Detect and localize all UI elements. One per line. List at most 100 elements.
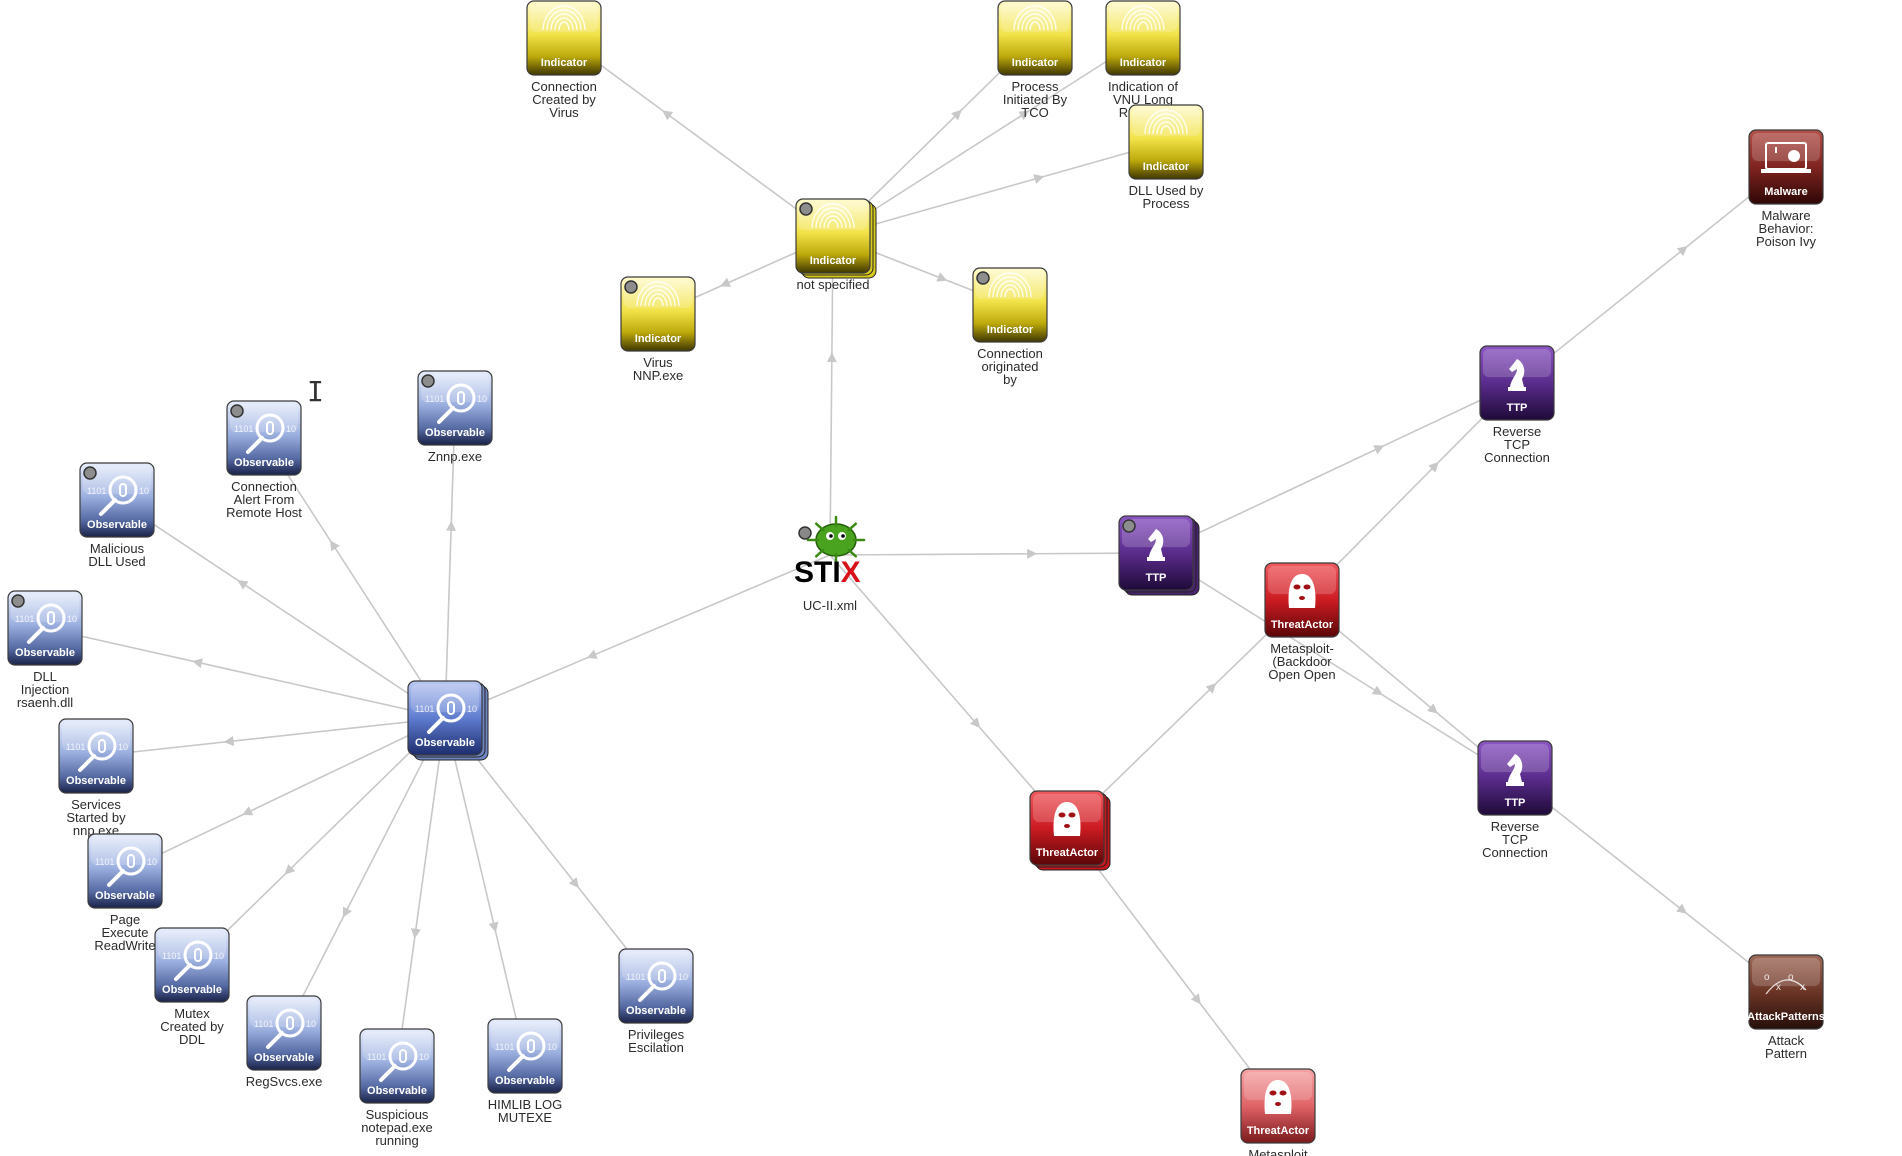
node-label: Created by	[532, 92, 596, 107]
fingerprint-icon	[988, 272, 1032, 298]
node-root[interactable]: STIX UC-II.xml	[794, 515, 866, 613]
node-label: Page	[110, 912, 140, 927]
node-type-label: Observable	[87, 519, 147, 531]
node-type-label: Observable	[66, 775, 126, 787]
selection-marker[interactable]	[230, 404, 244, 418]
node-type-label: Indicator	[810, 255, 857, 267]
svg-text:10: 10	[67, 614, 77, 624]
node-label: NNP.exe	[633, 368, 683, 383]
edge-obs_hub-to-obs9	[396, 717, 446, 1067]
node-type-label: Observable	[15, 647, 75, 659]
node-label: Initiated By	[1003, 92, 1068, 107]
node-label: Connection	[977, 346, 1043, 361]
selection-marker[interactable]	[976, 271, 990, 285]
node-label: VNU Long	[1113, 92, 1173, 107]
edge-obs_hub-to-obs7	[191, 717, 446, 966]
svg-text:x: x	[1800, 982, 1805, 993]
selection-marker[interactable]	[421, 374, 435, 388]
edge-obs_hub-to-obs8	[283, 717, 446, 1034]
edge-obs_hub-to-obs4	[44, 627, 446, 719]
svg-text:10: 10	[306, 1019, 316, 1029]
node-label: Injection	[21, 682, 69, 697]
svg-text:1101: 1101	[415, 704, 434, 714]
node-type-label: Malware	[1764, 186, 1807, 198]
balaclava-icon	[1053, 802, 1081, 836]
node-type-label: Indicator	[541, 57, 588, 69]
node-label: Alert From	[234, 492, 295, 507]
node-type-label: ThreatActor	[1271, 619, 1334, 631]
selection-marker[interactable]	[11, 594, 25, 608]
node-type-label: Indicator	[1143, 161, 1190, 173]
selection-marker[interactable]	[798, 526, 812, 540]
node-type-label: TTP	[1146, 572, 1167, 584]
node-type-label: AttackPatterns	[1747, 1011, 1825, 1023]
selection-marker[interactable]	[1122, 519, 1136, 533]
node-label: UC-II.xml	[803, 598, 857, 613]
node-label: Reverse	[1493, 424, 1541, 439]
text-cursor-icon: I	[307, 375, 324, 408]
svg-text:10: 10	[139, 486, 149, 496]
node-label: Connection	[1484, 450, 1550, 465]
edge-ttp2-to-ap1	[1514, 777, 1787, 993]
node-type-label: ThreatActor	[1036, 847, 1099, 859]
edge-obs_hub-to-obs3	[116, 499, 446, 719]
selection-marker[interactable]	[799, 202, 813, 216]
edge-ind_ns-to-ind1	[563, 37, 834, 237]
selection-marker[interactable]	[624, 280, 638, 294]
node-type-label: ThreatActor	[1247, 1125, 1310, 1137]
svg-text:x: x	[1776, 982, 1781, 993]
node-label: DLL Used by	[1129, 183, 1204, 198]
selection-marker[interactable]	[83, 466, 97, 480]
node-type-label: Indicator	[987, 324, 1034, 336]
node-ttp_hub[interactable]: TTP	[1118, 515, 1200, 596]
edge-root-to-ta_hub	[829, 554, 1068, 829]
edge-ttp1-to-mal1	[1516, 166, 1787, 384]
node-label: Metasploit-	[1270, 641, 1334, 656]
node-ta_hub[interactable]: ThreatActor	[1029, 790, 1111, 871]
node-label: Services	[71, 797, 121, 812]
node-type-label: Observable	[367, 1085, 427, 1097]
stix-logo-text: STIX	[794, 556, 861, 589]
balaclava-icon	[1264, 1080, 1292, 1114]
node-label: Virus	[549, 105, 579, 120]
node-label: Process	[1143, 196, 1190, 211]
svg-text:1101: 1101	[95, 857, 114, 867]
svg-text:10: 10	[419, 1052, 429, 1062]
node-type-label: Observable	[425, 427, 485, 439]
node-label: Virus	[643, 355, 673, 370]
